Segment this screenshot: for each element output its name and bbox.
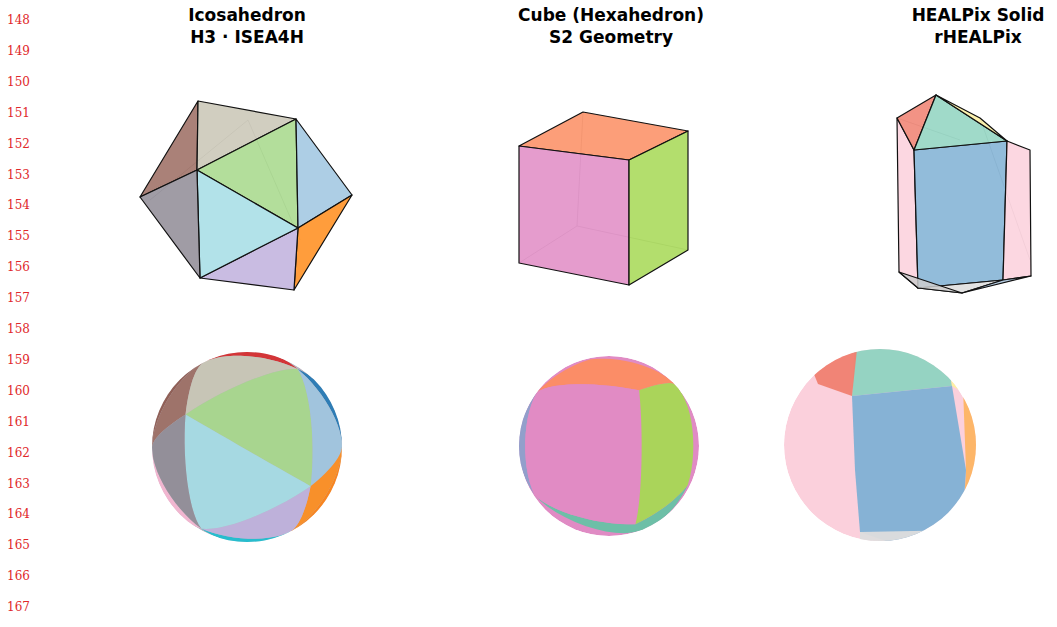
icosahedron-sphere [144, 314, 349, 576]
line-number: 160 [0, 384, 30, 398]
cube-face [519, 146, 629, 285]
icosahedron [140, 101, 352, 290]
sphere-cell-region [900, 530, 962, 546]
line-number: 156 [0, 260, 30, 274]
icosahedron-face [140, 170, 200, 278]
line-number: 159 [0, 353, 30, 367]
line-number: 163 [0, 476, 30, 490]
healpix-face [936, 95, 1007, 141]
healpix-face [914, 95, 1007, 150]
column-title: H3 · ISEA4H [190, 27, 304, 47]
line-number: 158 [0, 322, 30, 336]
column-title: Icosahedron [188, 5, 306, 25]
healpix-face [1003, 141, 1031, 280]
sphere-cell-region [962, 360, 1000, 540]
line-number: 149 [0, 44, 30, 58]
sphere-cell-region [525, 384, 641, 524]
healpix-face [962, 276, 1031, 293]
line-number: 167 [0, 600, 30, 614]
line-number: 161 [0, 414, 30, 428]
sphere-cell-region [945, 340, 990, 394]
line-number: 148 [0, 13, 30, 27]
line-number: 157 [0, 291, 30, 305]
line-number: 164 [0, 507, 30, 521]
column-title: HEALPix Solid [912, 5, 1045, 25]
sphere-cell-region [152, 414, 201, 528]
icosahedron-face [294, 195, 352, 290]
line-number: 151 [0, 105, 30, 119]
line-number: 166 [0, 569, 30, 583]
cube [519, 112, 688, 285]
line-number: 152 [0, 136, 30, 150]
cube-sphere [500, 356, 699, 538]
column-title: Cube (Hexahedron) [518, 5, 704, 25]
healpix-face [914, 141, 1007, 288]
sphere-cell-region [800, 340, 858, 396]
icosahedron-face [197, 170, 298, 278]
healpix-sphere [784, 340, 1000, 560]
line-number: 150 [0, 75, 30, 89]
sphere-cell-region [852, 386, 966, 546]
column-title: S2 Geometry [549, 27, 673, 47]
sphere-cell-region [185, 414, 311, 529]
line-number: 155 [0, 229, 30, 243]
sphere-cell-region [635, 383, 693, 524]
healpix-face [899, 272, 962, 293]
line-number: 153 [0, 167, 30, 181]
cube-face [629, 131, 688, 285]
line-number: 162 [0, 445, 30, 459]
line-number: 154 [0, 198, 30, 212]
sphere-cell-region [860, 530, 962, 560]
healpix-solid [897, 95, 1031, 293]
line-number: 165 [0, 538, 30, 552]
column-title: rHEALPix [934, 27, 1021, 47]
